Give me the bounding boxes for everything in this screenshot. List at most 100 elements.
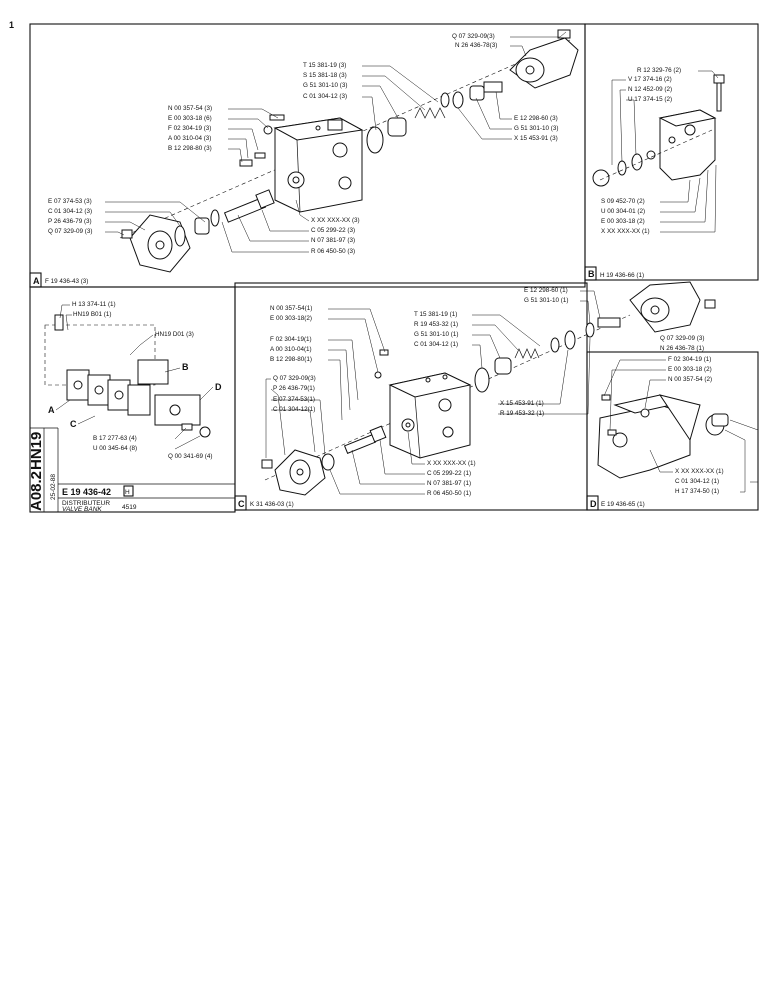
panel-a-leaders [105, 31, 567, 253]
corner-mark: 1 [9, 20, 14, 30]
part-label: F 02 304-19(1) [270, 336, 312, 343]
part-label: N 26 436-78(3) [455, 42, 497, 49]
part-label: R 06 450-50 (3) [311, 248, 355, 255]
part-label: E 00 303-18 (2) [601, 218, 645, 225]
part-label: Q 07 329-09 (3) [48, 228, 92, 235]
panel-b-leaders [611, 70, 719, 233]
part-label: G 51 301-10 (1) [524, 297, 568, 304]
panel-a-ref: F 19 436-43 (3) [45, 278, 88, 285]
part-label: X 15 453-91 (3) [514, 135, 558, 142]
part-label: G 51 301-10 (3) [303, 82, 347, 89]
part-label: H 13 374-11 (1) [72, 301, 116, 308]
panel-c-tag: C [238, 499, 245, 509]
panel-c-labels: N 00 357-54(1) E 00 303-18(2) T 15 381-1… [270, 287, 568, 497]
part-label: E 07 374-53(1) [273, 396, 315, 403]
part-label: C 01 304-12 (1) [675, 478, 719, 485]
vertical-code-2: A08.2 [28, 471, 45, 511]
part-label: B 12 298-80(1) [270, 356, 312, 363]
part-label: U 00 345-64 (8) [93, 445, 137, 452]
title-fr: DISTRIBUTEUR [62, 500, 110, 507]
part-label: G 51 301-10 (3) [514, 125, 558, 132]
part-label: Q 00 341-69 (4) [168, 453, 212, 460]
panel-c-ref: K 31 436-03 (1) [250, 501, 294, 508]
part-label: Q 07 329-09 (3) [660, 335, 704, 342]
part-label: P 26 436-79(1) [273, 385, 315, 392]
part-label: R 12 329-76 (2) [637, 67, 681, 74]
drawing-number: E 19 436-42 [62, 487, 111, 497]
panel-d-labels: Q 07 329-09 (3) N 26 436-78 (1) F 02 304… [660, 335, 724, 495]
panel-d-drawing [597, 394, 729, 479]
panel-b-drawing [592, 74, 725, 187]
panel-a-tag: A [33, 276, 40, 286]
part-label: E 00 303-18 (2) [668, 366, 712, 373]
panel-b-ref: H 19 436-66 (1) [600, 272, 644, 279]
part-label: X XX XXX-XX (1) [601, 228, 650, 235]
part-label: A 00 310-04(1) [270, 346, 312, 353]
title-en: VALVE BANK [62, 506, 102, 513]
part-label: X XX XXX-XX (1) [427, 460, 476, 467]
part-label: C 01 304-12 (1) [414, 341, 458, 348]
part-label: E 12 298-60 (1) [524, 287, 568, 294]
part-label: B 17 277-63 (4) [93, 435, 137, 442]
date-code: 25-02-88 [50, 474, 57, 500]
part-label: Q 07 329-09(3) [273, 375, 316, 382]
part-label: HN19 D01 (3) [155, 331, 194, 338]
part-label: P 26 436-79 (3) [48, 218, 92, 225]
part-label: N 12 452-09 (2) [628, 86, 672, 93]
part-label: N 00 357-54 (3) [168, 105, 212, 112]
overview-labels: H 13 374-11 (1) HN19 B01 (1) HN19 D01 (3… [48, 301, 222, 460]
overview-drawing [44, 314, 211, 438]
part-label: E 00 303-18(2) [270, 315, 312, 322]
panel-b-tag: B [588, 269, 595, 279]
part-label: HN19 B01 (1) [73, 311, 112, 318]
part-label: R 06 450-50 (1) [427, 490, 471, 497]
part-label: B [182, 362, 189, 372]
part-label: A 00 310-04 (3) [168, 135, 211, 142]
vertical-code-1: HN19 [28, 432, 45, 470]
part-label: X XX XXX-XX (1) [675, 468, 724, 475]
panel-c-drawing [261, 281, 716, 496]
title-code: 4519 [122, 504, 137, 511]
part-label: A [48, 405, 55, 415]
part-label: N 07 381-97 (1) [427, 480, 471, 487]
part-label: E 00 303-18 (6) [168, 115, 212, 122]
part-label: V 17 374-16 (2) [628, 76, 672, 83]
part-label: N 00 357-54 (2) [668, 376, 712, 383]
panel-d-tag: D [590, 499, 597, 509]
panel-a-labels: Q 07 329-09(3) N 26 436-78(3) T 15 381-1… [48, 33, 558, 255]
part-label: N 07 381-97 (3) [311, 237, 355, 244]
part-label: C [70, 419, 77, 429]
part-label: C 05 299-22 (3) [311, 227, 355, 234]
part-label: X 15 453-91 (1) [500, 400, 544, 407]
part-label: R 19 453-32 (1) [500, 410, 544, 417]
panel-frames [29, 23, 759, 513]
part-label: H 17 374-50 (1) [675, 488, 719, 495]
part-label: S 15 381-18 (3) [303, 72, 347, 79]
panel-d-ref: E 19 436-65 (1) [601, 501, 645, 508]
part-label: Q 07 329-09(3) [452, 33, 495, 40]
part-label: N 26 436-78 (1) [660, 345, 704, 352]
part-label: T 15 381-19 (1) [414, 311, 457, 318]
part-label: R 19 453-32 (1) [414, 321, 458, 328]
part-label: C 05 299-22 (1) [427, 470, 471, 477]
part-label: S 09 452-70 (2) [601, 198, 645, 205]
panel-b-labels: R 12 329-76 (2) V 17 374-16 (2) N 12 452… [601, 67, 681, 235]
part-label: X XX XXX-XX (3) [311, 217, 360, 224]
part-label: C 01 304-12(1) [273, 406, 315, 413]
part-label: C 01 304-12 (3) [303, 93, 347, 100]
part-label: U 00 304-01 (2) [601, 208, 645, 215]
overview-leaders [55, 304, 214, 450]
part-label: F 02 304-19 (3) [168, 125, 211, 132]
part-label: B 12 298-80 (3) [168, 145, 212, 152]
part-label: F 02 304-19 (1) [668, 356, 711, 363]
part-label: D [215, 382, 222, 392]
panel-d-leaders [603, 359, 759, 493]
part-label: E 07 374-53 (3) [48, 198, 92, 205]
part-label: G 51 301-10 (1) [414, 331, 458, 338]
panel-a-drawing [119, 29, 579, 273]
part-label: C 01 304-12 (3) [48, 208, 92, 215]
part-label: U 17 374-15 (2) [628, 96, 672, 103]
part-label: E 12 298-60 (3) [514, 115, 558, 122]
revision-mark: H [125, 489, 130, 496]
